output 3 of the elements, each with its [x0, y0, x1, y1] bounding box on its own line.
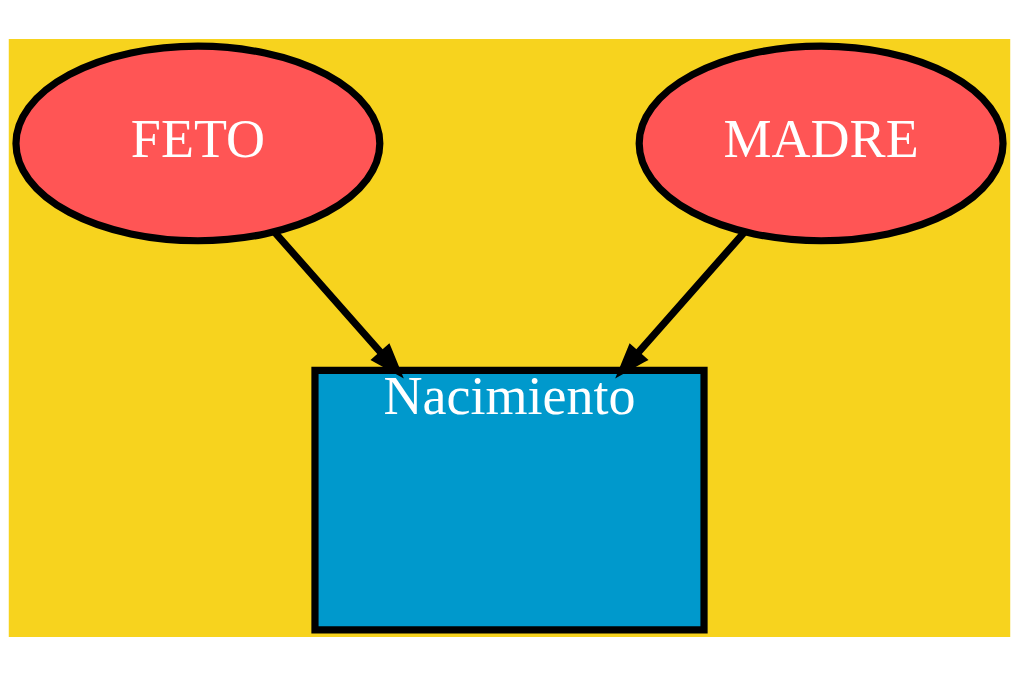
node-ellipse: MADRE — [635, 42, 1007, 244]
node-box: Nacimiento — [311, 366, 708, 633]
node-ellipse: FETO — [12, 42, 384, 244]
